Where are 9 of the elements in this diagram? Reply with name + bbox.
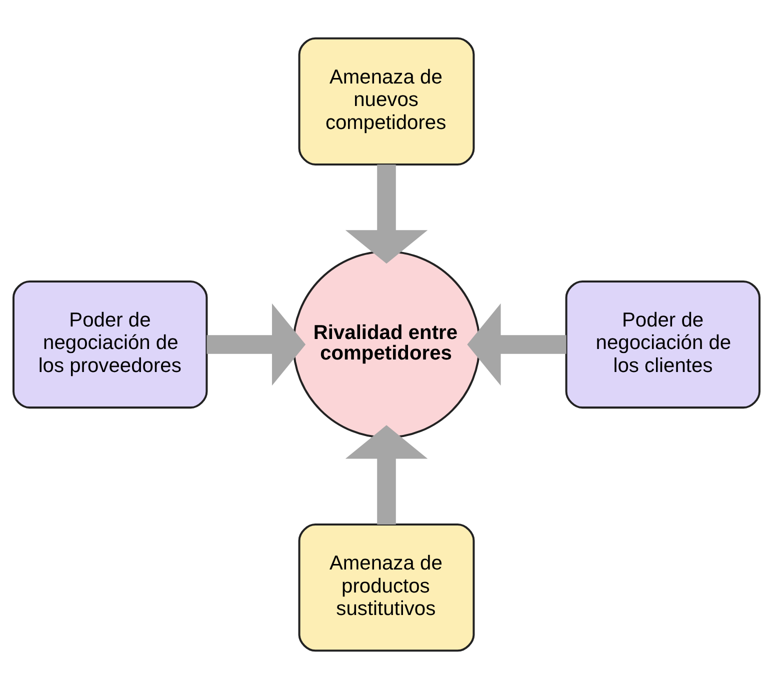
node-box: Poder de negociación de los clientes (565, 280, 760, 409)
arrow (345, 164, 428, 264)
node-circle: Rivalidad entre competidores (292, 250, 481, 439)
node-box: Amenaza de nuevos competidores (298, 37, 475, 166)
arrow (467, 303, 566, 386)
arrow (345, 425, 428, 524)
node-box: Poder de negociación de los proveedores (12, 280, 208, 409)
arrow (206, 303, 306, 386)
node-box: Amenaza de productos sustitutivos (298, 524, 475, 652)
